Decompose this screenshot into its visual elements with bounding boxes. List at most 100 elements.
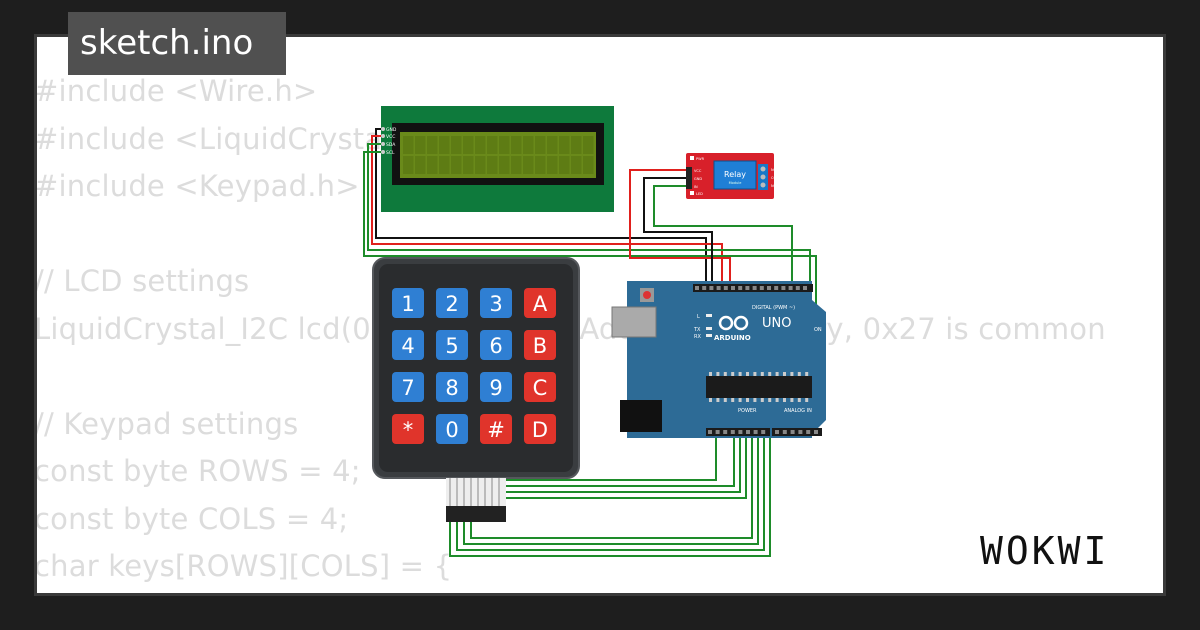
header-pin[interactable] (746, 430, 750, 434)
code-line: char keys[ROWS][COLS] = { (34, 549, 453, 583)
header-pin[interactable] (814, 430, 818, 434)
chip-leg (723, 372, 727, 376)
keypad-key[interactable]: 7 (392, 372, 424, 402)
relay-module[interactable]: Relay Module NO COM NC PWR LED VCC GND I… (686, 153, 779, 199)
header-pin[interactable] (731, 286, 735, 290)
chip-leg (709, 372, 712, 376)
chip-leg (775, 372, 779, 376)
keypad-key[interactable]: 5 (436, 330, 468, 360)
keypad-key[interactable]: 0 (436, 414, 468, 444)
bottom-margin (0, 596, 1200, 630)
header-pin[interactable] (730, 430, 735, 434)
lcd-cell (571, 156, 582, 174)
key-cap[interactable] (524, 372, 556, 402)
keypad-key[interactable]: 3 (480, 288, 512, 318)
header-pin[interactable] (702, 286, 707, 290)
key-cap[interactable] (480, 414, 512, 444)
header-pin[interactable] (738, 430, 743, 434)
header-pin[interactable] (745, 286, 750, 290)
file-tab[interactable]: sketch.ino (68, 12, 286, 75)
code-line: // LCD settings (34, 264, 250, 298)
wire-keypad-c3[interactable] (506, 428, 735, 487)
header-pin[interactable] (782, 430, 787, 434)
arduino-uno[interactable]: DIGITAL (PWM ~) UNO ARDUINO L TX RX ON P… (611, 281, 826, 438)
keypad-key[interactable]: 8 (436, 372, 468, 402)
key-cap[interactable] (480, 330, 512, 360)
header-pin[interactable] (753, 430, 758, 434)
code-line: #include <Keypad.h> (34, 169, 360, 203)
header-pin[interactable] (767, 286, 771, 290)
reset-button-cap[interactable] (643, 291, 651, 299)
keypad-connector (446, 506, 506, 522)
right-margin (1166, 0, 1200, 630)
header-pin[interactable] (709, 286, 714, 290)
wokwi-logo: WOKWI (980, 529, 1106, 573)
key-cap[interactable] (436, 372, 468, 402)
lcd-pin-scl[interactable] (381, 150, 385, 154)
screw-terminal (760, 174, 766, 180)
lcd-pin-label: SCL (386, 150, 395, 156)
lcd-pin-label: SDA (386, 142, 396, 148)
key-cap[interactable] (436, 414, 468, 444)
header-pin[interactable] (716, 286, 721, 290)
lcd-pin-gnd[interactable] (381, 127, 385, 131)
lcd-module[interactable]: GND VCC SDA SCL (381, 106, 614, 212)
wire-relay-gnd[interactable] (643, 177, 713, 292)
key-label: # (487, 418, 505, 442)
key-cap[interactable] (524, 414, 556, 444)
header-pin[interactable] (723, 430, 728, 434)
keypad-key[interactable]: * (392, 414, 424, 444)
wire-keypad-c4[interactable] (506, 428, 717, 481)
keypad-key[interactable]: 9 (480, 372, 512, 402)
header-pin[interactable] (752, 286, 757, 290)
header-pin[interactable] (781, 286, 786, 290)
key-cap[interactable] (480, 288, 512, 318)
header-pin[interactable] (795, 286, 800, 290)
header-pin[interactable] (759, 286, 764, 290)
ribbon-traces (449, 478, 500, 506)
keypad-key[interactable]: # (480, 414, 512, 444)
key-cap[interactable] (392, 330, 424, 360)
header-pin[interactable] (775, 430, 779, 434)
keypad-key[interactable]: 6 (480, 330, 512, 360)
keypad-key[interactable]: D (524, 414, 556, 444)
header-pin[interactable] (788, 286, 793, 290)
header-pin[interactable] (715, 430, 720, 434)
header-pin[interactable] (798, 430, 803, 434)
led-label-tx: TX (693, 327, 701, 333)
header-pin[interactable] (774, 286, 779, 290)
keypad-key[interactable]: 2 (436, 288, 468, 318)
keypad-key[interactable]: C (524, 372, 556, 402)
header-pin[interactable] (708, 430, 712, 434)
key-cap[interactable] (392, 414, 424, 444)
header-pin[interactable] (723, 286, 728, 290)
wire-relay-in[interactable] (653, 185, 793, 292)
relay-led-label: PWR (696, 157, 705, 161)
keypad-key[interactable]: A (524, 288, 556, 318)
key-cap[interactable] (436, 288, 468, 318)
relay-pin-label: GND (694, 177, 702, 181)
keypad-key[interactable]: 1 (392, 288, 424, 318)
lcd-pin-sda[interactable] (381, 142, 385, 146)
wire-keypad-c2[interactable] (506, 428, 741, 493)
header-pin[interactable] (695, 286, 699, 290)
header-pin[interactable] (738, 286, 743, 290)
key-cap[interactable] (480, 372, 512, 402)
key-cap[interactable] (436, 330, 468, 360)
key-cap[interactable] (392, 288, 424, 318)
header-pin[interactable] (790, 430, 795, 434)
lcd-pin-vcc[interactable] (381, 134, 385, 138)
key-cap[interactable] (524, 330, 556, 360)
key-label: 6 (489, 334, 502, 358)
keypad-key[interactable]: B (524, 330, 556, 360)
header-pin[interactable] (761, 430, 766, 434)
keypad-key[interactable]: 4 (392, 330, 424, 360)
header-pin[interactable] (803, 286, 807, 290)
header-pin[interactable] (806, 430, 811, 434)
lcd-cell (439, 156, 450, 174)
relay-sublabel: Module (729, 181, 742, 185)
key-label: C (533, 376, 548, 400)
key-cap[interactable] (392, 372, 424, 402)
key-cap[interactable] (524, 288, 556, 318)
